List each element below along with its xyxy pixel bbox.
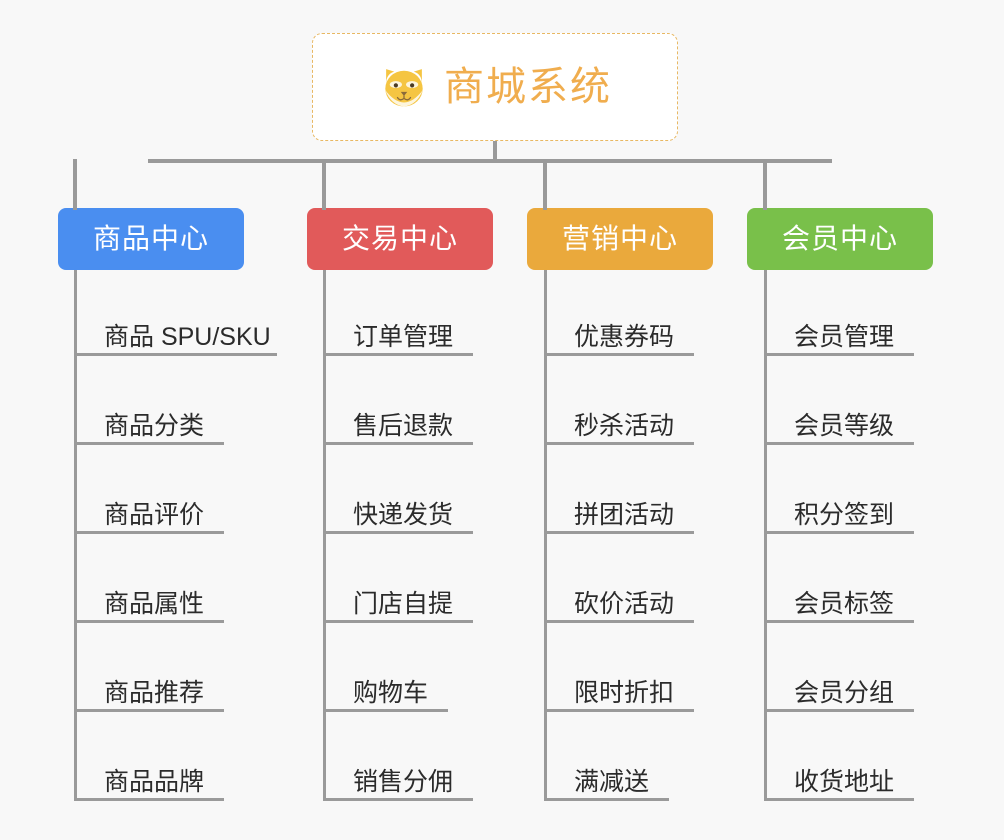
branch-header-label: 营销中心 — [561, 223, 678, 254]
shiba-dog-face-icon — [385, 69, 423, 107]
branch-header-product-center[interactable]: 商品中心 — [58, 208, 244, 270]
leaf-item-label: 门店自提 — [353, 590, 454, 618]
leaf-item[interactable]: 会员标签 — [764, 577, 914, 623]
leaf-item-label: 会员分组 — [794, 679, 895, 707]
leaf-item[interactable]: 秒杀活动 — [544, 399, 694, 445]
leaf-item[interactable]: 商品分类 — [74, 399, 224, 445]
leaf-item[interactable]: 限时折扣 — [544, 666, 694, 712]
root-connector-vertical — [493, 141, 497, 163]
leaf-item-label: 商品品牌 — [104, 768, 205, 796]
leaf-item-label: 会员等级 — [794, 412, 895, 440]
leaf-item-label: 会员管理 — [794, 323, 895, 351]
leaf-item[interactable]: 销售分佣 — [323, 755, 473, 801]
leaf-item[interactable]: 会员分组 — [764, 666, 914, 712]
leaf-item-label: 商品评价 — [104, 501, 205, 529]
leaf-item[interactable]: 砍价活动 — [544, 577, 694, 623]
leaf-item[interactable]: 售后退款 — [323, 399, 473, 445]
leaf-item[interactable]: 满减送 — [544, 755, 669, 801]
leaf-item-label: 会员标签 — [794, 590, 895, 618]
branch-header-label: 交易中心 — [341, 223, 458, 254]
leaf-item[interactable]: 收货地址 — [764, 755, 914, 801]
leaf-item-label: 订单管理 — [353, 323, 454, 351]
branch-spine-member-center — [764, 270, 767, 801]
leaf-item[interactable]: 会员管理 — [764, 310, 914, 356]
leaf-item-label: 商品 SPU/SKU — [104, 323, 271, 351]
leaf-item[interactable]: 商品品牌 — [74, 755, 224, 801]
root-title: 商城系统 — [444, 65, 612, 109]
leaf-item[interactable]: 商品 SPU/SKU — [74, 310, 277, 356]
branch-header-label: 商品中心 — [92, 223, 209, 254]
leaf-item[interactable]: 优惠券码 — [544, 310, 694, 356]
leaf-item-label: 满减送 — [574, 768, 650, 796]
branch-header-marketing-center[interactable]: 营销中心 — [527, 208, 713, 270]
leaf-item-label: 秒杀活动 — [574, 412, 675, 440]
leaf-item-label: 拼团活动 — [574, 501, 675, 529]
leaf-item-label: 快递发货 — [353, 501, 454, 529]
root-node[interactable]: 商城系统 — [312, 33, 678, 141]
leaf-item[interactable]: 拼团活动 — [544, 488, 694, 534]
leaf-item-label: 销售分佣 — [353, 768, 454, 796]
branch-header-label: 会员中心 — [781, 223, 898, 254]
branch-spine-trade-center — [323, 270, 326, 801]
leaf-item[interactable]: 商品评价 — [74, 488, 224, 534]
leaf-item-label: 优惠券码 — [574, 323, 675, 351]
branch-connector-marketing-center — [543, 159, 547, 210]
branch-spine-marketing-center — [544, 270, 547, 801]
leaf-item-label: 商品推荐 — [104, 679, 205, 707]
leaf-item-label: 售后退款 — [353, 412, 454, 440]
branch-connector-product-center — [73, 159, 77, 210]
branch-connector-member-center — [763, 159, 767, 210]
branch-header-member-center[interactable]: 会员中心 — [747, 208, 933, 270]
leaf-item-label: 砍价活动 — [574, 590, 675, 618]
leaf-item-label: 收货地址 — [794, 768, 895, 796]
branch-spine-product-center — [74, 270, 77, 801]
leaf-item[interactable]: 商品属性 — [74, 577, 224, 623]
branch-header-trade-center[interactable]: 交易中心 — [307, 208, 493, 270]
leaf-item[interactable]: 快递发货 — [323, 488, 473, 534]
branch-connector-trade-center — [322, 159, 326, 210]
leaf-item[interactable]: 积分签到 — [764, 488, 914, 534]
leaf-item[interactable]: 订单管理 — [323, 310, 473, 356]
leaf-item-label: 限时折扣 — [574, 679, 675, 707]
leaf-item[interactable]: 门店自提 — [323, 577, 473, 623]
leaf-item-label: 商品分类 — [104, 412, 205, 440]
leaf-item-label: 积分签到 — [794, 501, 895, 529]
leaf-item-label: 购物车 — [353, 679, 429, 707]
leaf-item[interactable]: 商品推荐 — [74, 666, 224, 712]
leaf-item-label: 商品属性 — [104, 590, 205, 618]
branch-bus-horizontal — [148, 159, 832, 163]
leaf-item[interactable]: 会员等级 — [764, 399, 914, 445]
leaf-item[interactable]: 购物车 — [323, 666, 448, 712]
